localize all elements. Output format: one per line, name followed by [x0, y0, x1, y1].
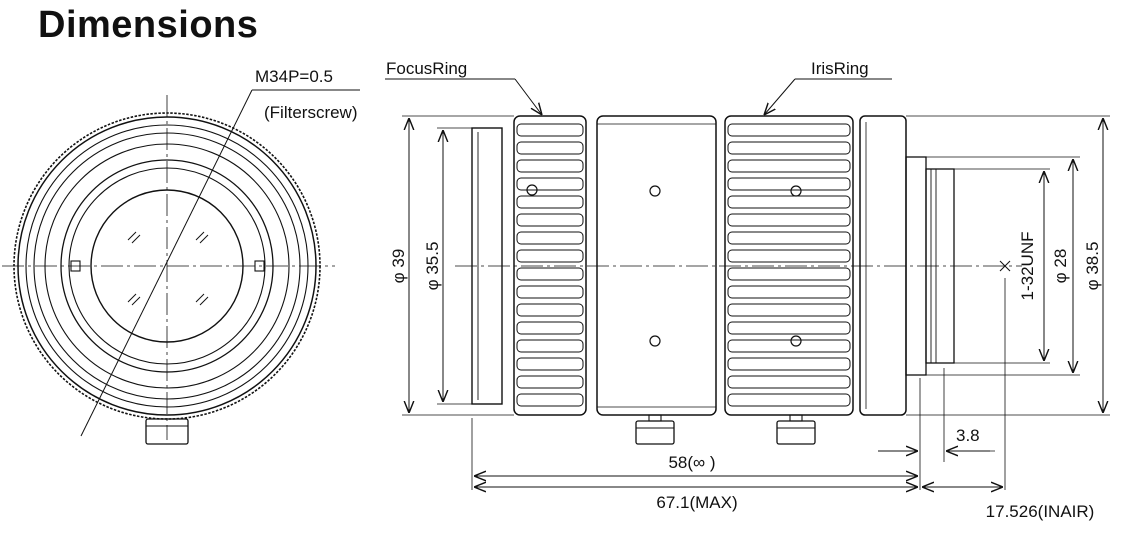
outer-ring [17, 116, 317, 416]
back-focus-label: 17.526(INAIR) [986, 502, 1095, 521]
notch-left [70, 260, 81, 272]
knurl-groove [727, 195, 851, 209]
knurl-groove [516, 321, 584, 335]
knurl-groove [516, 267, 584, 281]
locking-screw [145, 418, 189, 445]
rear-diameter-label: φ 38.5 [1083, 242, 1102, 291]
knurl-groove [727, 285, 851, 299]
dim-mount-thread [954, 168, 1050, 364]
knurl-groove [516, 123, 584, 137]
knurl-groove [727, 267, 851, 281]
focus-ring [513, 115, 587, 416]
knurl-groove [727, 177, 851, 191]
knurl-groove [727, 321, 851, 335]
knurl-groove [516, 375, 584, 389]
focus-screw-hole [526, 184, 538, 196]
knurl-groove [727, 231, 851, 245]
iris-hole-top [790, 185, 802, 197]
notch-right [254, 260, 265, 272]
glass-reflections [127, 231, 209, 306]
knurl-groove [516, 303, 584, 317]
length-infinity-label: 58(∞ ) [668, 453, 715, 472]
iris-hole-bottom [790, 335, 802, 347]
front-hood [471, 127, 503, 405]
filter-leader-line [80, 89, 253, 437]
knurl-groove [516, 285, 584, 299]
knurl-groove [516, 249, 584, 263]
focal-point-mark [999, 260, 1011, 272]
knurl-groove [516, 159, 584, 173]
ring-2 [25, 124, 309, 408]
knurl-groove [727, 339, 851, 353]
iris-lock-screw [776, 420, 816, 445]
mount-diameter-label: φ 28 [1051, 249, 1070, 284]
knurl-groove [516, 177, 584, 191]
dim-overall-height [906, 115, 1110, 416]
ring-3 [33, 132, 301, 400]
front-glass [90, 189, 244, 343]
knurl-groove [727, 213, 851, 227]
middle-barrel [596, 115, 717, 445]
knurl-groove [727, 249, 851, 263]
c-mount [905, 156, 955, 376]
knurl-groove [516, 393, 584, 407]
page-title: Dimensions [38, 4, 259, 46]
knurl-groove [516, 339, 584, 353]
knurl-groove [727, 303, 851, 317]
knurl-groove [727, 141, 851, 155]
ring-4 [44, 143, 290, 389]
front-view [2, 89, 360, 445]
dim-front-inner [437, 127, 472, 405]
knurl-groove [727, 393, 851, 407]
knurl-groove [727, 357, 851, 371]
knurl-groove [727, 123, 851, 137]
iris-callout-leader [764, 78, 796, 115]
dim-front-outer [402, 115, 514, 416]
side-view [455, 115, 1022, 445]
iris-ring [724, 115, 854, 445]
dim-rear-diameter [926, 156, 1080, 376]
ring-6 [68, 167, 266, 365]
front-outer-label: φ 39 [389, 249, 408, 284]
mount-thread-label: 1-32UNF [1018, 232, 1037, 301]
barrel-hole-top [649, 185, 661, 197]
filter-note-label: (Filterscrew) [264, 103, 358, 122]
focus-callout-leader [514, 78, 542, 115]
filter-thread-ring [60, 159, 274, 373]
front-inner-label: φ 35.5 [423, 242, 442, 291]
knurl-groove [516, 231, 584, 245]
length-max-label: 67.1(MAX) [656, 493, 737, 512]
knurl-groove [516, 213, 584, 227]
knurl-groove [516, 195, 584, 209]
knurl-groove [516, 141, 584, 155]
focus-lock-screw [635, 420, 675, 445]
iris-ring-label: IrisRing [811, 59, 869, 78]
knurl-groove [727, 159, 851, 173]
knurl-groove [516, 357, 584, 371]
focus-ring-label: FocusRing [386, 59, 467, 78]
flange-depth-label: 3.8 [956, 426, 980, 445]
knurl-groove [727, 375, 851, 389]
rear-barrel [859, 115, 907, 416]
filter-thread-label: M34P=0.5 [255, 67, 333, 86]
barrel-hole-bottom [649, 335, 661, 347]
